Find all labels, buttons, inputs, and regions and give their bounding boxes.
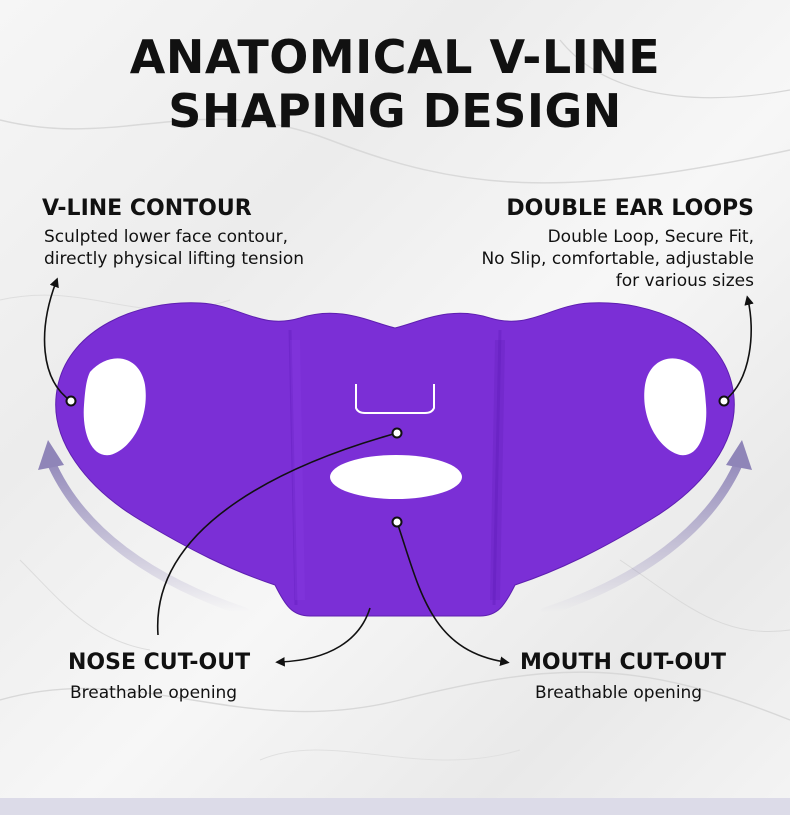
right-lift-arrow — [540, 440, 752, 617]
title-line-2: SHAPING DESIGN — [168, 84, 622, 138]
mouth-cutout-desc: Breathable opening — [535, 683, 703, 703]
title-line-1: ANATOMICAL V-LINE — [129, 30, 661, 84]
page-title: ANATOMICAL V-LINE SHAPING DESIGN — [0, 30, 790, 138]
left-ear-loop — [83, 358, 146, 456]
nose-arrow-tail — [275, 607, 371, 667]
footer-band — [0, 798, 790, 815]
nose-cutout-desc: Breathable opening — [70, 683, 238, 703]
mouth-leader — [396, 521, 510, 666]
nose-cutout-title: NOSE CUT-OUT — [68, 650, 251, 675]
vline-desc-line: Sculpted lower face contour, — [44, 227, 288, 247]
mouth-anchor-dot — [391, 516, 403, 528]
vline-contour-desc: Sculpted lower face contour, directly ph… — [44, 226, 304, 270]
mouth-cutout-title: MOUTH CUT-OUT — [520, 650, 727, 675]
vline-desc-line: directly physical lifting tension — [44, 249, 305, 269]
nose-leader — [157, 432, 398, 636]
ear-loops-desc-line: for various sizes — [615, 271, 754, 291]
ear-loops-anchor-dot — [718, 395, 730, 407]
ear-loops-title: DOUBLE EAR LOOPS — [506, 196, 754, 221]
right-ear-loop — [644, 358, 707, 456]
mouth-hole — [330, 455, 462, 499]
vline-contour-title: V-LINE CONTOUR — [42, 196, 252, 221]
nose-slit — [355, 384, 435, 414]
vline-anchor-dot — [65, 395, 77, 407]
vline-leader — [43, 277, 72, 402]
ear-loops-leader — [723, 295, 754, 402]
ear-loops-desc: Double Loop, Secure Fit, No Slip, comfor… — [481, 226, 754, 292]
left-lift-arrow — [38, 440, 250, 617]
ear-loops-desc-line: Double Loop, Secure Fit, — [547, 227, 754, 247]
ear-loops-desc-line: No Slip, comfortable, adjustable — [481, 249, 754, 269]
nose-anchor-dot — [391, 427, 403, 439]
